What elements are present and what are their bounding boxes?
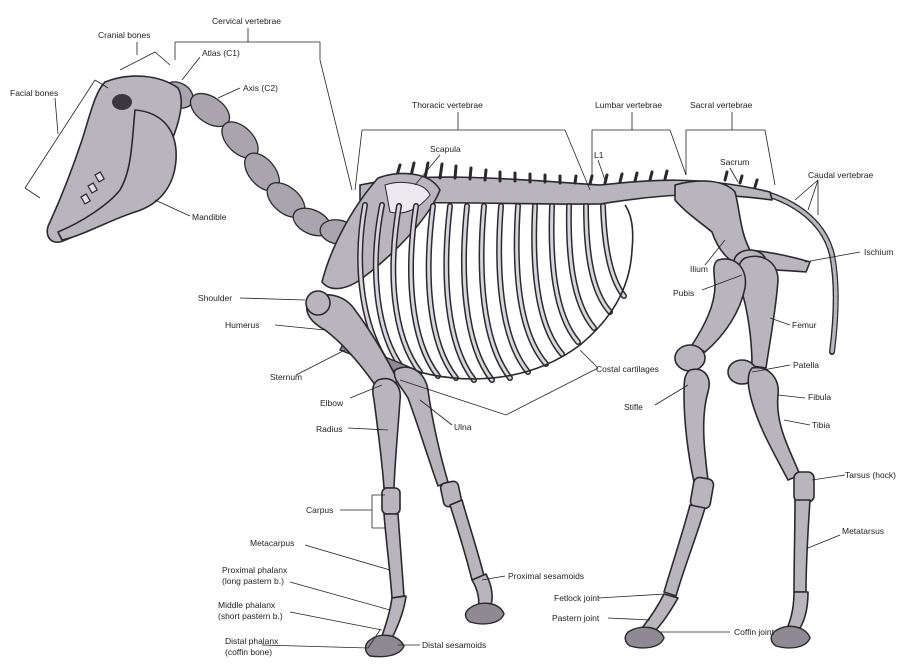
skull: [47, 76, 181, 242]
label-sacrum: Sacrum: [720, 157, 749, 167]
label-lumbar-vertebrae: Lumbar vertebrae: [595, 100, 662, 110]
label-thoracic-vertebrae: Thoracic vertebrae: [412, 100, 483, 110]
label-fetlock-joint: Fetlock joint: [554, 593, 600, 603]
label-patella: Patella: [793, 360, 819, 370]
label-middle-phalanx-line2: (short pastern b.): [218, 611, 283, 621]
neck-vertebrae: [158, 77, 358, 247]
label-proximal-sesamoids: Proximal sesamoids: [508, 571, 584, 581]
label-costal-cartilages: Costal cartilages: [596, 364, 659, 374]
hind-leg-near: [728, 256, 814, 648]
label-radius: Radius: [316, 424, 342, 434]
hind-leg-far: [625, 259, 745, 648]
label-metacarpus: Metacarpus: [250, 538, 294, 548]
label-pubis: Pubis: [673, 288, 694, 298]
label-distal-phalanx: Distal phalanx (coffin bone): [225, 636, 281, 657]
label-proximal-phalanx-line2: (long pastern b.): [222, 576, 284, 586]
label-metatarsus: Metatarsus: [842, 526, 884, 536]
label-cranial-bones: Cranial bones: [98, 30, 150, 40]
front-leg-far: [394, 367, 504, 624]
label-coffin-joint: Coffin joint: [734, 627, 775, 637]
label-scapula: Scapula: [430, 144, 461, 154]
label-axis: Axis (C2): [243, 83, 278, 93]
label-mandible: Mandible: [192, 212, 227, 222]
label-middle-phalanx: Middle phalanx (short pastern b.): [218, 600, 283, 621]
label-femur: Femur: [792, 320, 817, 330]
label-humerus: Humerus: [225, 320, 259, 330]
label-middle-phalanx-line1: Middle phalanx: [218, 600, 276, 610]
label-caudal-vertebrae: Caudal vertebrae: [808, 170, 873, 180]
label-stifle: Stifle: [624, 402, 643, 412]
label-proximal-phalanx-line1: Proximal phalanx: [222, 565, 288, 575]
label-l1: L1: [594, 150, 604, 160]
label-distal-sesamoids: Distal sesamoids: [422, 640, 486, 650]
label-atlas: Atlas (C1): [202, 48, 240, 58]
label-tibia: Tibia: [812, 420, 830, 430]
label-sacral-vertebrae: Sacral vertebrae: [690, 100, 753, 110]
label-pastern-joint: Pastern joint: [552, 613, 600, 623]
label-facial-bones: Facial bones: [10, 88, 58, 98]
label-ulna: Ulna: [454, 422, 472, 432]
label-distal-phalanx-line1: Distal phalanx: [225, 636, 279, 646]
label-fibula: Fibula: [808, 392, 831, 402]
label-distal-phalanx-line2: (coffin bone): [225, 647, 272, 657]
label-ischium: Ischium: [864, 247, 893, 257]
label-elbow: Elbow: [320, 398, 344, 408]
skeleton-drawing: [47, 76, 836, 657]
label-tarsus: Tarsus (hock): [845, 470, 896, 480]
label-cervical-vertebrae: Cervical vertebrae: [212, 16, 281, 26]
label-ilium: Ilium: [690, 264, 708, 274]
label-shoulder: Shoulder: [198, 293, 232, 303]
label-sternum: Sternum: [270, 372, 302, 382]
label-proximal-phalanx: Proximal phalanx (long pastern b.): [222, 565, 290, 586]
label-carpus: Carpus: [306, 505, 333, 515]
